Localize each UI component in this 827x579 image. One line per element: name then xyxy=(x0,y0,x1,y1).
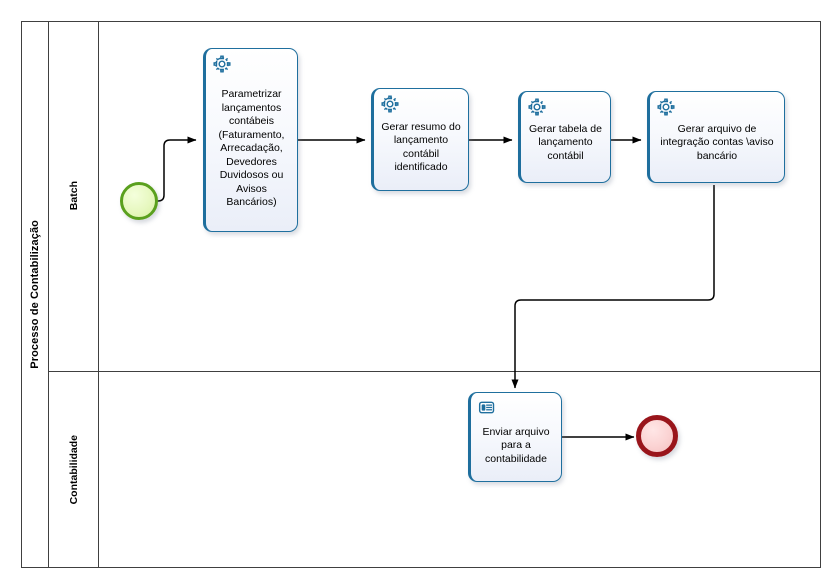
task-gerar-resumo[interactable]: Gerar resumo do lançamento contábil iden… xyxy=(371,88,469,191)
task-gerar-resumo-label: Gerar resumo do lançamento contábil iden… xyxy=(381,120,461,174)
pool-label: Processo de Contabilização xyxy=(21,21,49,568)
task-gerar-arquivo[interactable]: Gerar arquivo de integração contas \avis… xyxy=(647,91,785,183)
lane-header-batch: Batch xyxy=(49,21,99,371)
task-parametrizar-label: Parametrizar lançamentos contábeis (Fatu… xyxy=(218,88,285,209)
task-enviar-arquivo-label: Enviar arquivo para a contabilidade xyxy=(482,425,550,465)
lane-header-contabilidade: Contabilidade xyxy=(49,371,99,568)
task-gerar-tabela-label: Gerar tabela de lançamento contábil xyxy=(529,122,602,162)
task-enviar-arquivo[interactable]: Enviar arquivo para a contabilidade xyxy=(468,392,562,482)
task-gerar-tabela[interactable]: Gerar tabela de lançamento contábil xyxy=(518,91,611,183)
lane-label-batch: Batch xyxy=(67,181,80,211)
lane-label-contabilidade: Contabilidade xyxy=(67,434,80,505)
start-event[interactable] xyxy=(120,182,158,220)
task-parametrizar[interactable]: Parametrizar lançamentos contábeis (Fatu… xyxy=(203,48,298,232)
pool-label-text: Processo de Contabilização xyxy=(28,220,41,369)
end-event[interactable] xyxy=(636,415,678,457)
task-gerar-arquivo-label: Gerar arquivo de integração contas \avis… xyxy=(660,122,774,162)
lane-divider xyxy=(49,371,821,372)
